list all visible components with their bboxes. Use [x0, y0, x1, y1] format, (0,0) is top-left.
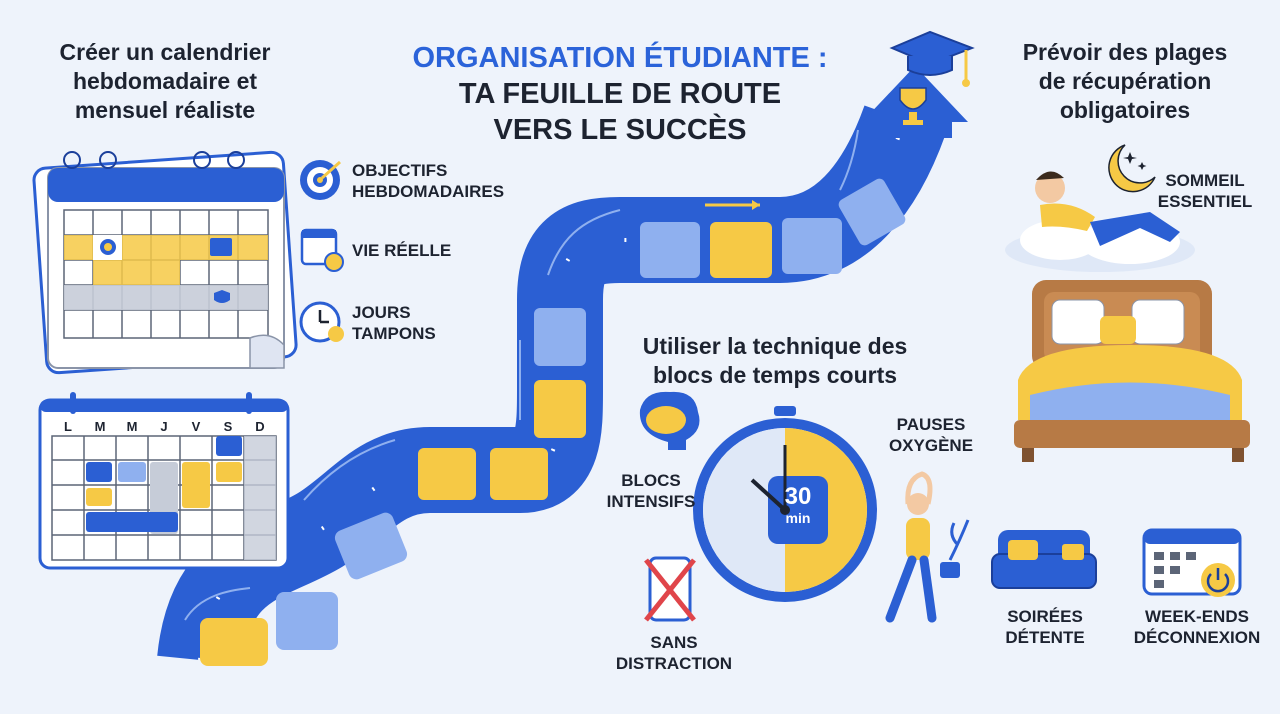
- week-ends-deconnexion-label: WEEK-ENDS DÉCONNEXION: [1133, 607, 1261, 647]
- weekly-calendar-illustration: [38, 392, 290, 570]
- weekday-header: L M M J V S D: [52, 416, 276, 437]
- page-title: ORGANISATION ÉTUDIANTE : TA FEUILLE DE R…: [412, 42, 828, 146]
- road-tile: [534, 380, 586, 438]
- no-phone-icon: [644, 556, 696, 622]
- roadmap-path: [157, 66, 968, 666]
- brain-icon: [639, 391, 700, 450]
- graduation-cap-icon: [889, 30, 975, 87]
- recovery-section-heading: Prévoir des plages de récupération oblig…: [1022, 39, 1228, 123]
- time-blocks-section-heading: Utiliser la technique des blocs de temps…: [642, 333, 908, 388]
- road-tile: [200, 618, 268, 666]
- road-tile: [640, 222, 700, 278]
- monthly-calendar-illustration: [32, 150, 298, 375]
- blocs-intensifs-label: BLOCS INTENSIFS: [606, 471, 696, 511]
- calendar-clock-icon: [300, 228, 344, 272]
- weekday-label: L: [64, 419, 72, 434]
- vie-reelle-label: VIE RÉELLE: [352, 241, 452, 260]
- road-tile: [334, 512, 408, 580]
- road-tile: [782, 218, 842, 274]
- clock-icon: [299, 301, 344, 343]
- bed-illustration: [1014, 280, 1250, 462]
- weekday-label: M: [94, 419, 106, 434]
- road-tile: [490, 448, 548, 500]
- weekday-label: S: [223, 419, 233, 434]
- weekday-label: V: [191, 419, 201, 434]
- road-tile: [710, 222, 772, 278]
- sofa-icon: [991, 530, 1097, 589]
- road-tile: [276, 592, 338, 650]
- timer-readout: 30 min: [784, 483, 812, 527]
- timer-illustration: [693, 406, 877, 602]
- calendar-section-heading: Créer un calendrier hebdomadaire et mens…: [59, 39, 271, 123]
- road-tile: [534, 308, 586, 366]
- road-tile: [418, 448, 476, 500]
- stretching-person-icon: [885, 471, 970, 623]
- trophy-icon: [899, 87, 927, 125]
- weekday-label: J: [160, 419, 168, 434]
- soirees-detente-label: SOIRÉES DÉTENTE: [1005, 607, 1085, 647]
- weekday-label: M: [126, 419, 138, 434]
- calendar-power-icon: [1142, 528, 1242, 597]
- moon-icon: [1108, 144, 1156, 193]
- sleeping-person-illustration: [1005, 171, 1195, 272]
- sans-distraction-label: SANS DISTRACTION: [615, 633, 733, 673]
- road-tile: [838, 178, 906, 246]
- pauses-oxygene-label: PAUSES OXYGÈNE: [888, 415, 974, 455]
- jours-tampons-label: JOURS TAMPONS: [352, 303, 436, 343]
- sommeil-essentiel-label: SOMMEIL ESSENTIEL: [1157, 171, 1253, 211]
- target-icon: [300, 160, 341, 200]
- weekday-label: D: [255, 419, 265, 434]
- objectifs-label: OBJECTIFS HEBDOMADAIRES: [352, 161, 505, 201]
